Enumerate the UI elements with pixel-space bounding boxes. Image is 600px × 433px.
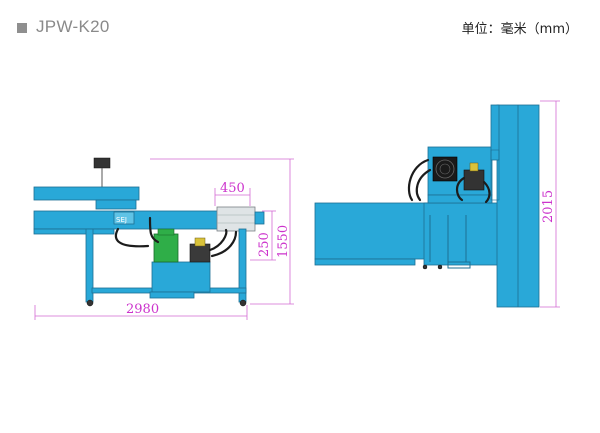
side-height-dimension: 2015 [540, 100, 560, 308]
front-box-width-dimension: 450 [214, 181, 251, 206]
front-control-box [216, 206, 256, 232]
svg-text:SEJ: SEJ [116, 216, 127, 224]
front-box-height-dimension: 250 [250, 210, 276, 261]
front-top-plate [33, 186, 140, 201]
header: JPW-K20 单位：毫米（mm） [0, 0, 600, 50]
front-box-height-label: 250 [257, 232, 272, 257]
unit-label: 单位：毫米（mm） [461, 22, 578, 37]
front-height-label: 1550 [276, 225, 291, 258]
front-height-dimension: 1550 [150, 158, 294, 305]
model-marker [17, 23, 27, 33]
front-hydraulic-tank [151, 261, 211, 293]
side-cooling-fan [432, 156, 458, 182]
side-height-label: 2015 [541, 190, 556, 223]
side-view: 2015 [314, 100, 560, 308]
front-box-width-label: 450 [220, 181, 245, 196]
side-chamber [314, 202, 431, 260]
front-control-display [93, 157, 111, 169]
front-motor [153, 233, 179, 263]
front-length-dimension: 2980 [34, 302, 248, 320]
model-label: JPW-K20 [36, 17, 110, 36]
front-view: SEJ 2980 [33, 157, 294, 320]
front-length-label: 2980 [126, 302, 159, 317]
side-valve-block [463, 169, 485, 191]
front-pump [189, 243, 211, 263]
